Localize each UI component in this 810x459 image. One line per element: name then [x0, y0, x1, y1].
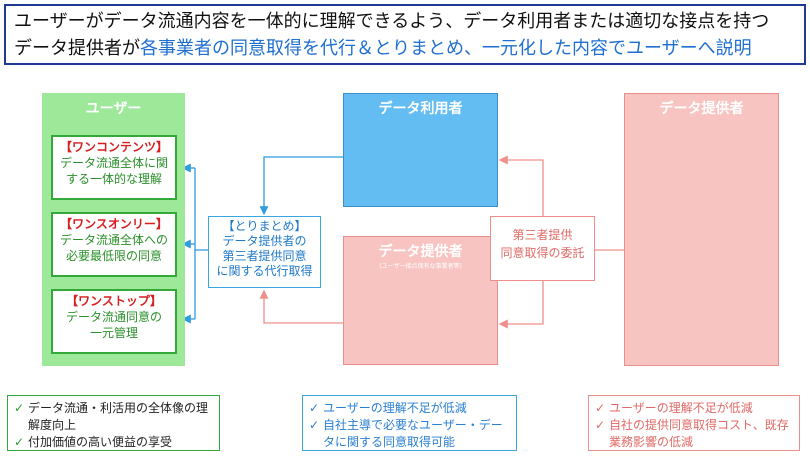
card-line: データ流通同意の — [65, 310, 162, 324]
data-provider-mid-subtitle: (ユーザー接点保有な事業者等) — [379, 263, 462, 270]
consignment-line: 第三者提供 — [512, 228, 573, 242]
card-line: する一体的な理解 — [65, 172, 162, 186]
check-icon: ✓ — [309, 418, 320, 432]
consignment-line: 同意取得の委託 — [500, 246, 585, 260]
bracket-to-user-cards — [181, 163, 208, 324]
benefit-item: ✓付加価値の高い便益の享受 — [14, 435, 173, 449]
benefit-item: ✓自社の提供同意取得コスト、既存業務影響の低減 — [595, 418, 789, 449]
data-provider-right-title: データ提供者 — [659, 101, 744, 117]
consignment-arrows — [498, 155, 624, 329]
data-provider-mid-box: データ提供者 (ユーザー接点保有な事業者等) — [343, 236, 498, 365]
check-icon: ✓ — [14, 401, 25, 415]
arrow-provider-to-consolidation — [259, 289, 343, 324]
data-user-title: データ利用者 — [378, 101, 463, 117]
consolidation-line: 【とりまとめ】 — [222, 219, 307, 233]
header-banner: ユーザーがデータ流通内容を一体的に理解できるよう、データ利用者または適切な接点を… — [4, 4, 806, 65]
card-title: 【ワンストップ】 — [66, 294, 162, 308]
card-one-stop: 【ワンストップ】 データ流通同意の 一元管理 — [51, 289, 177, 354]
arrow-user-to-consolidation — [259, 156, 343, 216]
card-once-only: 【ワンスオンリー】 データ流通全体への 必要最低限の同意 — [51, 212, 177, 277]
card-line: 一元管理 — [89, 326, 138, 340]
consolidation-line: 第三者提供同意 — [222, 249, 307, 263]
header-line-2-highlight: 各事業者の同意取得を代行＆とりまとめ、一元化した内容でユーザーへ説明 — [140, 38, 752, 59]
data-provider-mid-title: データ提供者 — [378, 244, 463, 260]
check-icon: ✓ — [14, 435, 25, 449]
data-user-box: データ利用者 — [343, 93, 498, 207]
consolidation-box: 【とりまとめ】 データ提供者の 第三者提供同意 に関する代行取得 — [208, 216, 321, 288]
check-icon: ✓ — [595, 418, 606, 432]
benefit-item: ✓データ流通・利活用の全体像の理解度向上 — [14, 401, 209, 432]
data-provider-right-box: データ提供者 — [624, 93, 779, 366]
benefits-user: ✓データ流通・利活用の全体像の理解度向上 ✓付加価値の高い便益の享受 — [7, 395, 220, 451]
benefit-item: ✓ユーザーの理解不足が低減 — [309, 401, 467, 415]
consolidation-line: に関する代行取得 — [216, 264, 313, 278]
benefits-data-user: ✓ユーザーの理解不足が低減 ✓自社主導で必要なユーザー・データに関する同意取得可… — [302, 395, 517, 451]
card-title: 【ワンスオンリー】 — [60, 217, 168, 231]
card-line: データ流通全体への — [59, 233, 168, 247]
check-icon: ✓ — [595, 401, 606, 415]
benefit-item: ✓ユーザーの理解不足が低減 — [595, 401, 753, 415]
card-title: 【ワンコンテンツ】 — [59, 140, 168, 154]
header-line-1: ユーザーがデータ流通内容を一体的に理解できるよう、データ利用者または適切な接点を… — [14, 11, 770, 32]
consolidation-line: データ提供者の — [222, 234, 307, 248]
user-column-title: ユーザー — [85, 101, 142, 117]
consignment-box: 第三者提供 同意取得の委託 — [490, 216, 595, 281]
card-one-content: 【ワンコンテンツ】 データ流通全体に関 する一体的な理解 — [51, 135, 177, 200]
header-line-2: データ提供者が各事業者の同意取得を代行＆とりまとめ、一元化した内容でユーザーへ説… — [14, 35, 796, 62]
header-line-2-plain: データ提供者が — [14, 38, 140, 59]
check-icon: ✓ — [309, 401, 320, 415]
benefits-data-provider: ✓ユーザーの理解不足が低減 ✓自社の提供同意取得コスト、既存業務影響の低減 — [588, 395, 800, 451]
card-line: 必要最低限の同意 — [65, 249, 162, 263]
card-line: データ流通全体に関 — [59, 156, 168, 170]
benefit-item: ✓自社主導で必要なユーザー・データに関する同意取得可能 — [309, 418, 503, 449]
